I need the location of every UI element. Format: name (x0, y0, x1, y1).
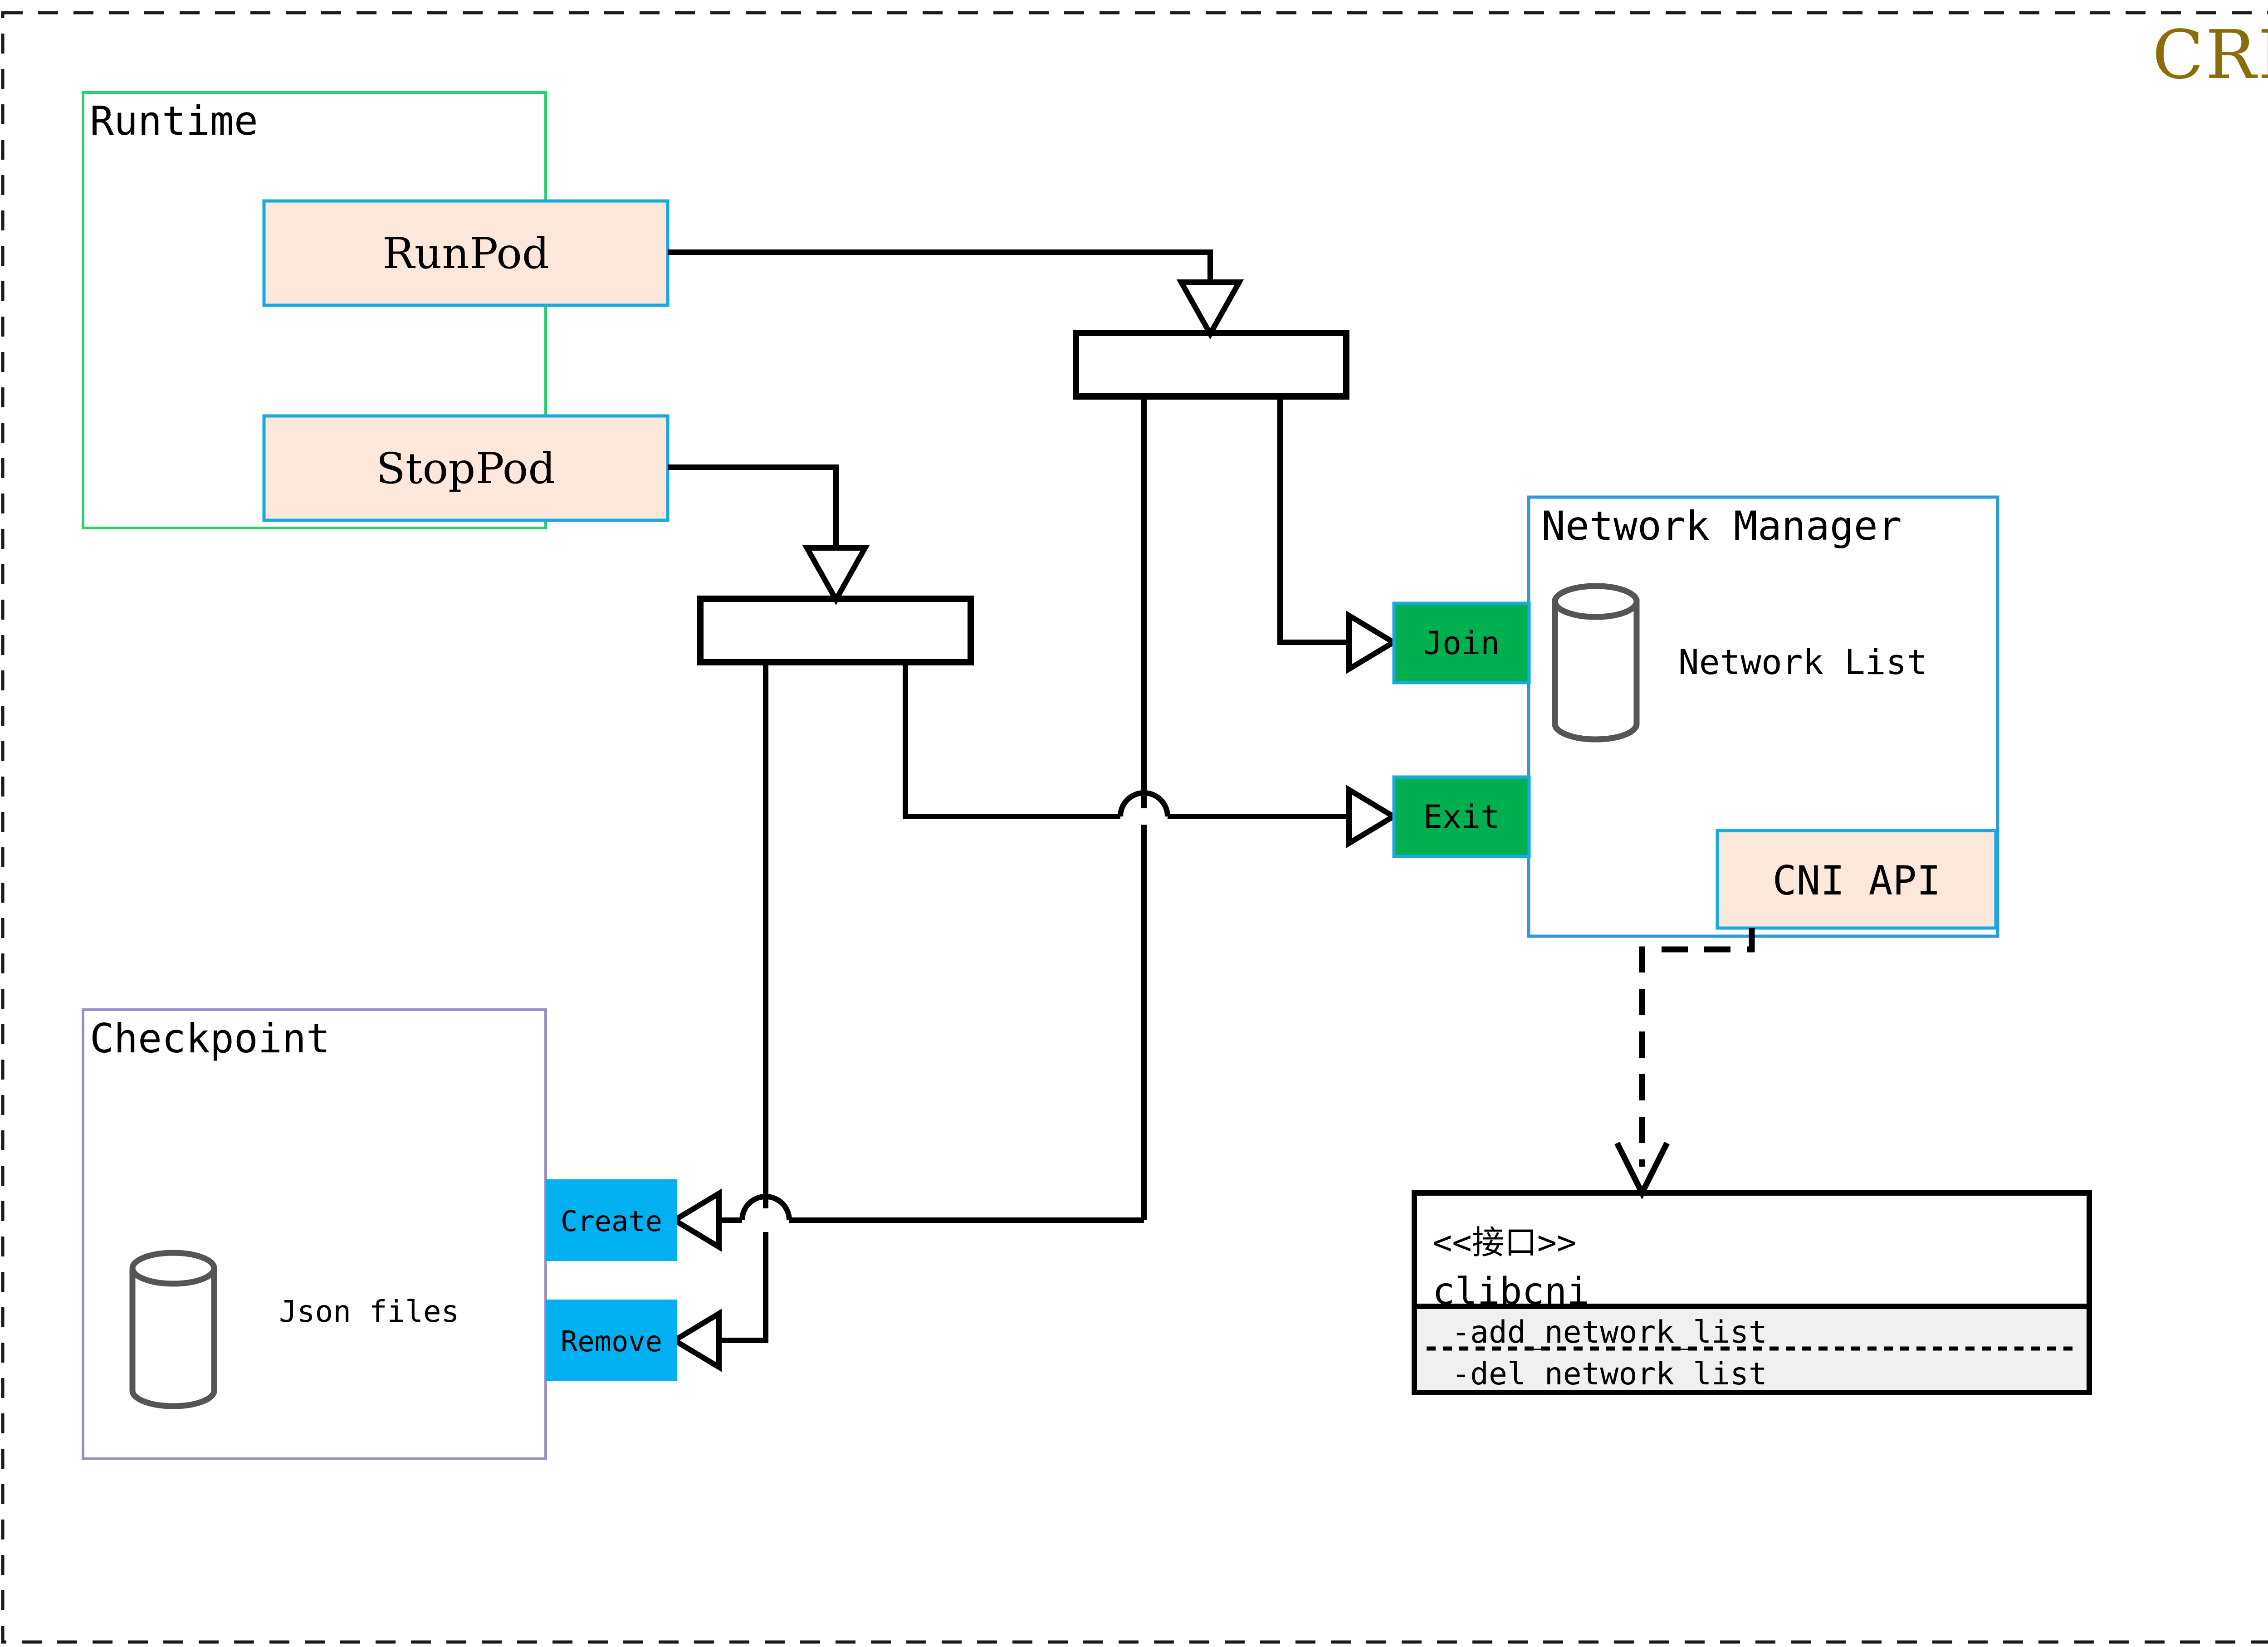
runtime-group-box (82, 91, 547, 529)
create-box[interactable] (546, 1179, 677, 1261)
network-manager-group-label: Network Manager (1541, 503, 1902, 549)
edge-stoppod-to-fork-bottom (668, 464, 839, 579)
arrowhead-into-fork-top (1176, 279, 1244, 340)
edge-forkbottom-left-leg-lower (701, 1232, 768, 1343)
edge-forktop-right-to-join (1277, 396, 1366, 645)
line-hop-create-crossing (739, 1194, 792, 1221)
arrowhead-into-remove (669, 1309, 722, 1372)
clibcni-stereotype: <<接口>> (1432, 1223, 1577, 1261)
arrowhead-into-create (669, 1188, 722, 1252)
line-hop-exit-crossing (1118, 790, 1170, 817)
runtime-group-label: Runtime (90, 98, 258, 144)
arrowhead-into-join (1346, 611, 1399, 674)
json-files-label: Json files (279, 1294, 459, 1329)
remove-box[interactable] (546, 1300, 677, 1381)
remove-label: Remove (561, 1325, 662, 1358)
network-list-cylinder-icon (1552, 583, 1640, 743)
run-pod-label: RunPod (382, 229, 550, 279)
exit-label: Exit (1423, 798, 1500, 836)
edge-forkbottom-right-to-exit (903, 662, 1120, 819)
json-files-cylinder-icon (129, 1250, 217, 1409)
cni-api-box[interactable] (1716, 829, 1998, 930)
arrowhead-open-into-clibcni (1614, 1142, 1670, 1200)
run-pod-box[interactable] (262, 199, 670, 307)
outer-dashed-frame (1, 11, 2268, 1644)
stop-pod-label: StopPod (376, 444, 556, 494)
network-list-label: Network List (1678, 642, 1928, 682)
checkpoint-group-label: Checkpoint (90, 1015, 330, 1062)
join-label: Join (1423, 625, 1500, 662)
arrowhead-into-exit (1346, 785, 1399, 848)
fork-bar-top (1073, 330, 1349, 400)
clibcni-method-add: -add_network_list (1452, 1315, 1767, 1350)
clibcni-method-del: -del_network_list (1452, 1356, 1767, 1392)
edge-runpod-to-fork-top (668, 249, 1213, 313)
create-label: Create (561, 1205, 662, 1238)
arrowhead-into-fork-bottom (802, 545, 870, 606)
clibcni-name: clibcni (1432, 1270, 1589, 1313)
diagram-title: CRI (2152, 16, 2268, 94)
join-box[interactable] (1392, 601, 1531, 684)
cni-api-label: CNI API (1772, 857, 1941, 904)
fork-bar-bottom (697, 596, 974, 665)
edge-cni-api-to-clibcni-dashed (1639, 928, 1755, 1167)
exit-box[interactable] (1392, 775, 1531, 858)
network-manager-group-box (1527, 495, 1999, 938)
